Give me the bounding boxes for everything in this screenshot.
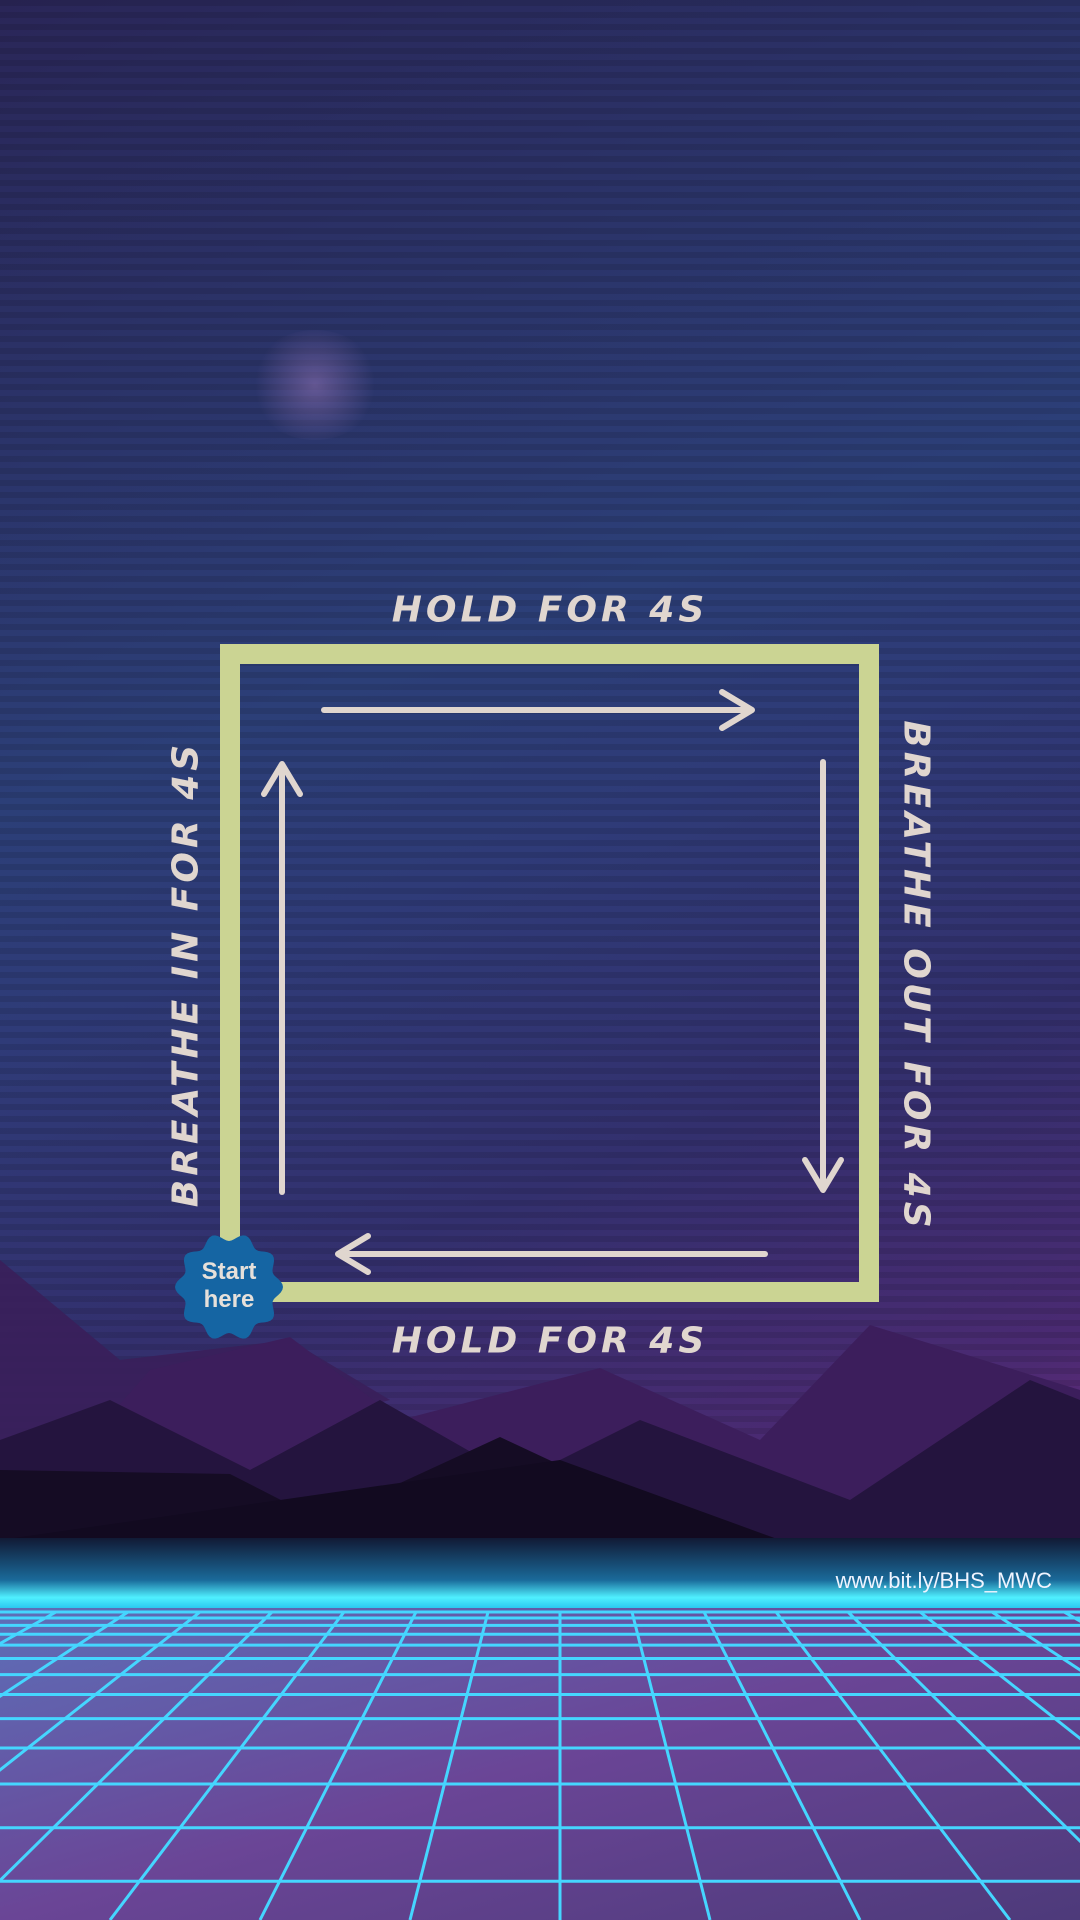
start-badge-text: Start here [174,1258,284,1314]
mountains [0,1260,1080,1540]
label-top: HOLD FOR 4S [391,589,709,631]
arrow-down-icon [802,759,844,1193]
grid-line [0,1610,274,1883]
label-right: BREATHE OUT FOR 4S [895,720,937,1232]
grid-floor [0,1608,1080,1920]
start-badge-line1: Start [201,1258,257,1285]
label-left: BREATHE IN FOR 4S [165,740,207,1208]
grid-line [0,1610,129,1699]
label-bottom: HOLD FOR 4S [391,1320,709,1362]
horizon-glow [0,1538,1080,1608]
arrow-up-icon [261,761,303,1195]
breathing-square [220,644,879,1302]
grid-line [774,1611,1012,1920]
arrow-right-icon [321,689,755,731]
grid-line [258,1611,418,1920]
grid-line [408,1611,490,1920]
grid-line [108,1611,346,1920]
start-badge [175,1235,283,1339]
footer-url: www.bit.ly/BHS_MWC [835,1568,1052,1593]
grid-line [0,1610,201,1772]
start-badge-line2: here [203,1286,255,1313]
grid-line [702,1611,862,1920]
neon-grid [0,1610,1080,1920]
arrow-left-icon [335,1233,768,1275]
moon-glow [250,330,380,440]
grid-line [919,1610,1080,1741]
grid-line [991,1610,1080,1672]
grid-line [630,1611,712,1920]
grid-line [846,1610,1080,1844]
